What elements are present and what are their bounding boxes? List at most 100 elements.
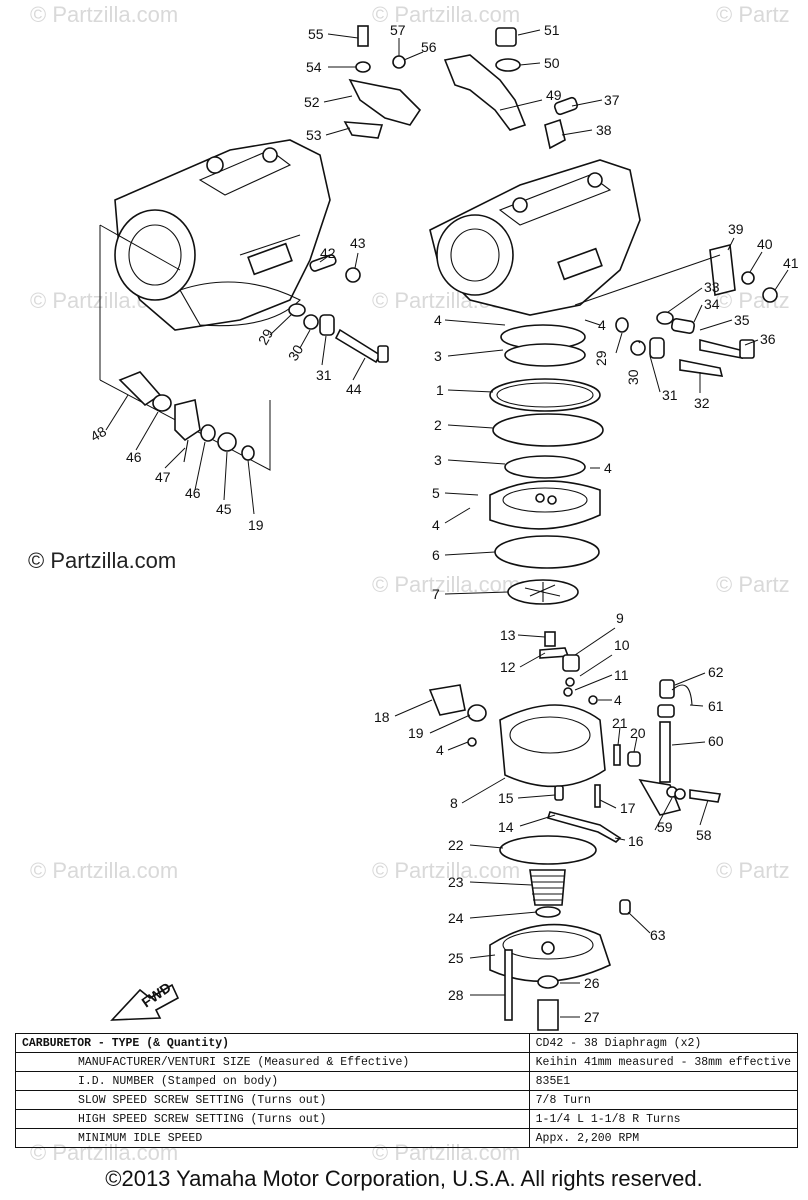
- callout-51: 51: [544, 22, 560, 38]
- callout-numbers: 55 54 52 53 57 56 51 50 49 37 38 39 40 4…: [88, 22, 799, 1025]
- callout-3-b: 3: [434, 452, 442, 468]
- callout-62: 62: [708, 664, 724, 680]
- right-side-parts: [574, 244, 778, 377]
- callout-46-b: 46: [185, 485, 201, 501]
- spec-label: CARBURETOR - TYPE (& Quantity): [15, 1033, 530, 1053]
- callout-26: 26: [584, 975, 600, 991]
- callout-4-e: 4: [614, 692, 622, 708]
- left-carburetor-body: [114, 139, 331, 331]
- callout-28: 28: [448, 987, 464, 1003]
- table-row: I.D. NUMBER (Stamped on body) 835E1: [15, 1071, 799, 1091]
- watermark: © Partzilla.com: [30, 858, 179, 883]
- table-row: HIGH SPEED SCREW SETTING (Turns out) 1-1…: [15, 1109, 799, 1129]
- callout-60: 60: [708, 733, 724, 749]
- watermark: © Partzilla.com: [30, 2, 179, 27]
- callout-3-a: 3: [434, 348, 442, 364]
- callout-56: 56: [421, 39, 437, 55]
- callout-8: 8: [450, 795, 458, 811]
- spec-value: 7/8 Turn: [528, 1090, 799, 1110]
- callout-54: 54: [306, 59, 322, 75]
- callout-18: 18: [374, 709, 390, 725]
- callout-19-left: 19: [248, 517, 264, 533]
- partzilla-copyright: © Partzilla.com: [28, 548, 177, 573]
- spec-value: 1-1/4 L 1-1/8 R Turns: [528, 1109, 799, 1129]
- callout-7: 7: [432, 586, 440, 602]
- table-row: SLOW SPEED SCREW SETTING (Turns out) 7/8…: [15, 1090, 799, 1110]
- spec-value: Keihin 41mm measured - 38mm effective: [528, 1052, 799, 1072]
- callout-59: 59: [657, 819, 673, 835]
- callout-5: 5: [432, 485, 440, 501]
- callout-41: 41: [783, 255, 799, 271]
- callout-4-b: 4: [598, 317, 606, 333]
- callout-43: 43: [350, 235, 366, 251]
- spec-value: CD42 - 38 Diaphragm (x2): [528, 1033, 799, 1053]
- callout-6: 6: [432, 547, 440, 563]
- callout-40: 40: [757, 236, 773, 252]
- callout-20: 20: [630, 725, 646, 741]
- watermark: © Partzilla.com: [372, 2, 521, 27]
- leader-lines: [105, 29, 789, 1018]
- callout-37: 37: [604, 92, 620, 108]
- callout-31-right: 31: [662, 387, 678, 403]
- callout-53: 53: [306, 127, 322, 143]
- callout-10: 10: [614, 637, 630, 653]
- spec-value: 835E1: [528, 1071, 799, 1091]
- callout-4-a: 4: [434, 312, 442, 328]
- callout-12: 12: [500, 659, 516, 675]
- spec-label: HIGH SPEED SCREW SETTING (Turns out): [15, 1109, 530, 1129]
- callout-21: 21: [612, 715, 628, 731]
- callout-63: 63: [650, 927, 666, 943]
- callout-39: 39: [728, 221, 744, 237]
- callout-35: 35: [734, 312, 750, 328]
- callout-17: 17: [620, 800, 636, 816]
- spec-label: I.D. NUMBER (Stamped on body): [15, 1071, 530, 1091]
- callout-9: 9: [616, 610, 624, 626]
- watermark: © Partzilla.com: [372, 858, 521, 883]
- carburetor-spec-table: CARBURETOR - TYPE (& Quantity) CD42 - 38…: [15, 1033, 799, 1148]
- callout-22: 22: [448, 837, 464, 853]
- callout-42: 42: [320, 245, 336, 261]
- callout-32: 32: [694, 395, 710, 411]
- callout-58: 58: [696, 827, 712, 843]
- diaphragm-stack: [489, 324, 604, 605]
- callout-4-c: 4: [604, 460, 612, 476]
- callout-50: 50: [544, 55, 560, 71]
- watermark: © Partz: [716, 858, 790, 883]
- callout-23: 23: [448, 874, 464, 890]
- callout-30-left: 30: [285, 342, 307, 364]
- callout-61: 61: [708, 698, 724, 714]
- left-small-parts: [118, 254, 389, 463]
- callout-4-d: 4: [432, 517, 440, 533]
- pump-cover-stack: [489, 835, 631, 1031]
- lower-body-parts: [428, 631, 721, 843]
- copyright-footer: ©2013 Yamaha Motor Corporation, U.S.A. A…: [105, 1166, 703, 1191]
- carburetor-exploded-diagram: FWD: [88, 22, 799, 1031]
- callout-19-right: 19: [408, 725, 424, 741]
- callout-2: 2: [434, 417, 442, 433]
- callout-1: 1: [436, 382, 444, 398]
- callout-29-left: 29: [255, 326, 277, 348]
- right-carburetor-body: [429, 159, 641, 316]
- callout-49: 49: [546, 87, 562, 103]
- callout-15: 15: [498, 790, 514, 806]
- spec-label: MINIMUM IDLE SPEED: [15, 1128, 530, 1148]
- table-row: MINIMUM IDLE SPEED Appx. 2,200 RPM: [15, 1128, 799, 1148]
- callout-46-a: 46: [126, 449, 142, 465]
- callout-57: 57: [390, 22, 406, 38]
- callout-11: 11: [614, 667, 629, 683]
- callout-38: 38: [596, 122, 612, 138]
- callout-24: 24: [448, 910, 464, 926]
- table-row: CARBURETOR - TYPE (& Quantity) CD42 - 38…: [15, 1033, 799, 1053]
- callout-27: 27: [584, 1009, 600, 1025]
- callout-31-left: 31: [316, 367, 332, 383]
- spec-value: Appx. 2,200 RPM: [528, 1128, 799, 1148]
- callout-30-right: 30: [625, 369, 641, 385]
- spec-label: SLOW SPEED SCREW SETTING (Turns out): [15, 1090, 530, 1110]
- callout-55: 55: [308, 26, 324, 42]
- watermark: © Partz: [716, 2, 790, 27]
- callout-52: 52: [304, 94, 320, 110]
- forward-direction-arrow: FWD: [110, 979, 180, 1021]
- callout-4-f: 4: [436, 742, 444, 758]
- callout-16: 16: [628, 833, 644, 849]
- callout-48: 48: [88, 423, 110, 445]
